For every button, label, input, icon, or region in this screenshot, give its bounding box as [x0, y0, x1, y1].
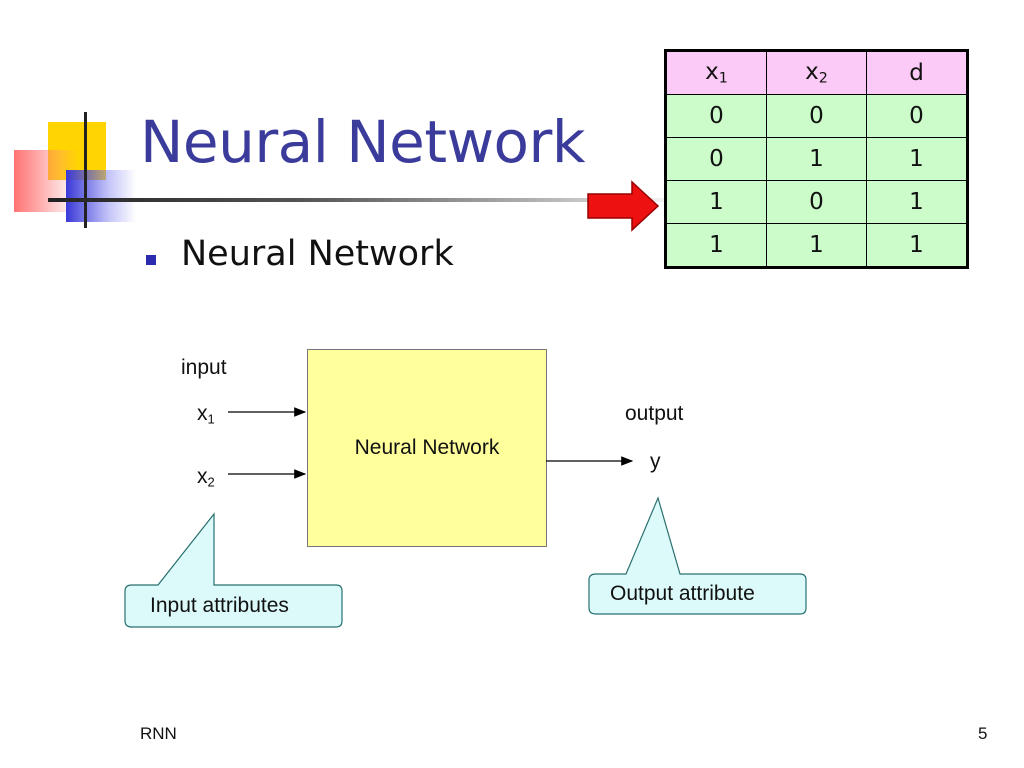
title-underline — [48, 198, 688, 202]
table-row: 0 1 1 — [665, 137, 968, 181]
table-row: 1 0 1 — [665, 180, 968, 224]
footer-label: RNN — [140, 724, 177, 743]
table-cell: 1 — [665, 180, 767, 224]
red-arrow-icon — [587, 180, 660, 232]
table-cell: 1 — [766, 137, 867, 181]
neural-network-label: Neural Network — [354, 436, 500, 459]
neural-network-box — [307, 349, 547, 547]
table-cell: 1 — [866, 180, 968, 224]
slide-title: Neural Network — [140, 108, 585, 176]
x2-label: x2 — [197, 465, 215, 490]
table-cell: 0 — [866, 94, 968, 138]
table-cell: 0 — [665, 137, 767, 181]
truth-table: x1 x2 d 0 0 0 0 1 1 1 0 1 1 1 1 — [664, 49, 969, 269]
table-cell: 0 — [766, 94, 867, 138]
output-label: output — [625, 402, 684, 425]
table-row: 0 0 0 — [665, 94, 968, 138]
table-cell: 1 — [665, 223, 767, 268]
decor-vertical-line — [84, 112, 87, 228]
table-cell: 0 — [766, 180, 867, 224]
y-label: y — [650, 450, 661, 473]
decor-blue-square — [66, 170, 136, 222]
input-label: input — [181, 356, 227, 379]
table-cell: 1 — [866, 223, 968, 268]
input-callout-shape — [124, 512, 343, 628]
bullet-text: Neural Network — [181, 234, 454, 274]
page-number: 5 — [978, 724, 988, 743]
header-x1: x1 — [665, 50, 767, 95]
input-attributes-callout: Input attributes — [150, 594, 289, 617]
bullet-square-icon — [146, 255, 156, 265]
table-cell: 0 — [665, 94, 767, 138]
header-d: d — [866, 50, 968, 95]
output-attribute-callout: Output attribute — [610, 582, 755, 605]
table-cell: 1 — [866, 137, 968, 181]
output-callout-shape — [588, 496, 807, 615]
table-row: 1 1 1 — [665, 223, 968, 268]
x1-label: x1 — [197, 402, 215, 427]
truth-table-header-row: x1 x2 d — [665, 50, 968, 95]
